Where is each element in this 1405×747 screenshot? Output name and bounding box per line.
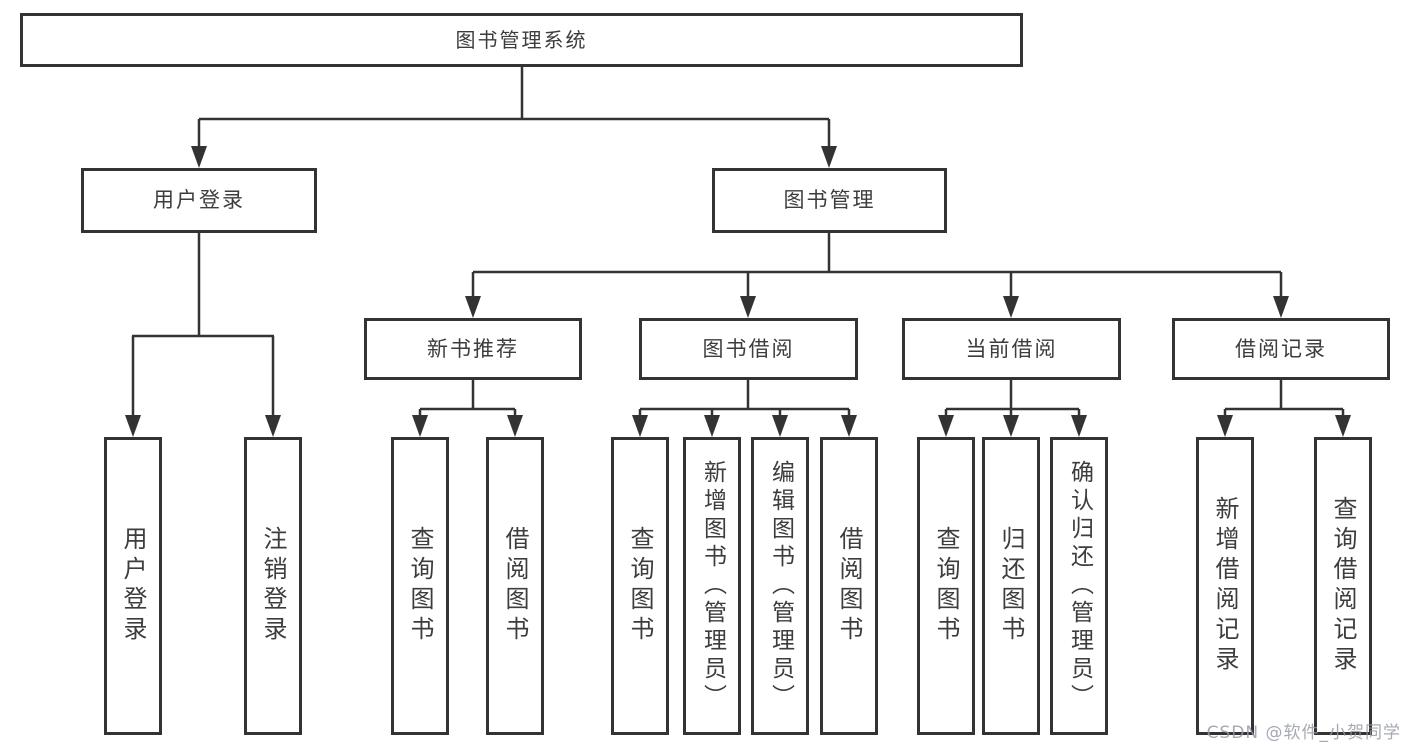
arrowheads bbox=[125, 146, 1351, 437]
leaf-borrow-books-recommend: 借阅图书 bbox=[486, 437, 544, 735]
node-new-book-recommend: 新书推荐 bbox=[364, 318, 582, 380]
node-label: 确认归还（管理员） bbox=[1066, 460, 1093, 712]
node-label: 查询图书 bbox=[406, 526, 434, 646]
node-book-borrow: 图书借阅 bbox=[639, 318, 858, 380]
leaf-query-books-recommend: 查询图书 bbox=[391, 437, 449, 735]
leaf-query-books-borrow: 查询图书 bbox=[611, 437, 669, 735]
node-label: 查询图书 bbox=[626, 526, 654, 646]
node-label: 新书推荐 bbox=[427, 336, 519, 361]
leaf-query-borrow-record: 查询借阅记录 bbox=[1314, 437, 1372, 735]
watermark: CSDN @软件_小贺同学 bbox=[1206, 723, 1401, 743]
leaf-add-books-admin: 新增图书（管理员） bbox=[683, 437, 741, 735]
leaf-confirm-return-admin: 确认归还（管理员） bbox=[1050, 437, 1108, 735]
leaf-user-login: 用户登录 bbox=[104, 437, 162, 735]
node-book-management: 图书管理 bbox=[712, 168, 947, 233]
leaf-logout: 注销登录 bbox=[244, 437, 302, 735]
node-label: 用户登录 bbox=[153, 188, 245, 212]
node-label: 查询借阅记录 bbox=[1329, 496, 1357, 676]
leaf-add-borrow-record: 新增借阅记录 bbox=[1196, 437, 1254, 735]
leaf-edit-books-admin: 编辑图书（管理员） bbox=[751, 437, 809, 735]
node-label: 图书管理 bbox=[783, 188, 876, 212]
node-current-borrow: 当前借阅 bbox=[902, 318, 1121, 380]
leaf-borrow-books: 借阅图书 bbox=[820, 437, 878, 735]
node-label: 新增借阅记录 bbox=[1211, 496, 1239, 676]
node-borrow-records: 借阅记录 bbox=[1172, 318, 1390, 380]
leaf-query-books-current: 查询图书 bbox=[917, 437, 975, 735]
node-label: 借阅图书 bbox=[501, 526, 529, 646]
leaf-return-books: 归还图书 bbox=[982, 437, 1040, 735]
node-label: 查询图书 bbox=[932, 526, 960, 646]
node-label: 注销登录 bbox=[259, 526, 287, 646]
node-label: 借阅记录 bbox=[1235, 336, 1327, 361]
node-label: 借阅图书 bbox=[835, 526, 863, 646]
node-label: 图书管理系统 bbox=[455, 28, 588, 52]
node-user-login: 用户登录 bbox=[81, 168, 317, 233]
node-label: 新增图书（管理员） bbox=[699, 460, 726, 712]
node-label: 归还图书 bbox=[997, 526, 1025, 646]
node-label: 当前借阅 bbox=[965, 336, 1058, 361]
connector-paths bbox=[131, 67, 1345, 417]
node-label: 用户登录 bbox=[119, 526, 147, 646]
node-label: 编辑图书（管理员） bbox=[767, 460, 794, 712]
node-label: 图书借阅 bbox=[702, 336, 795, 361]
node-library-management-system: 图书管理系统 bbox=[20, 13, 1023, 67]
